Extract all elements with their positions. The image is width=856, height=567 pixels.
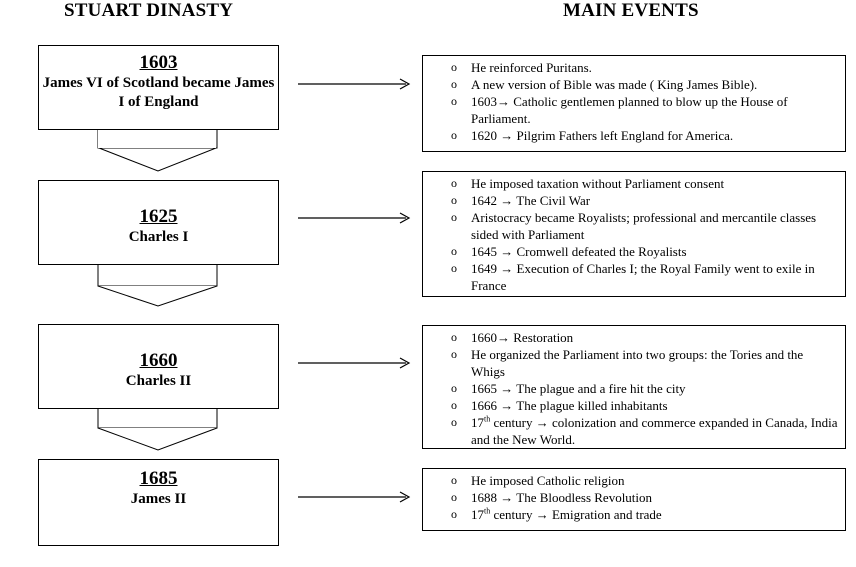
monarch-year: 1685: [139, 468, 178, 489]
right-arrow-icon: [298, 78, 411, 90]
event-item: 17th century → Emigration and trade: [443, 506, 839, 523]
monarch-box-1660: 1660 Charles II: [38, 324, 279, 409]
event-item: 1688 → The Bloodless Revolution: [443, 489, 839, 506]
events-list: 1660→ Restoration He organized the Parli…: [443, 329, 839, 448]
monarch-year: 1625: [139, 206, 178, 227]
ordinal-suffix: th: [484, 506, 491, 516]
ordinal-suffix: th: [484, 414, 491, 424]
event-item: 1665 → The plague and a fire hit the cit…: [443, 380, 839, 397]
event-century: 17: [471, 507, 484, 522]
events-panel-1685: He imposed Catholic religion 1688 → The …: [422, 468, 846, 531]
event-text: century → Emigration and trade: [490, 507, 662, 522]
left-heading: STUART DINASTY: [64, 0, 234, 21]
monarch-name: Charles I: [128, 229, 189, 245]
event-item: 1660→ Restoration: [443, 329, 839, 346]
event-item: 1649 → Execution of Charles I; the Royal…: [443, 260, 839, 294]
events-panel-1625: He imposed taxation without Parliament c…: [422, 171, 846, 297]
events-list: He imposed taxation without Parliament c…: [443, 175, 839, 294]
monarch-name: James VI of Scotland became James I of E…: [42, 75, 275, 110]
monarch-name: Charles II: [125, 373, 192, 389]
event-item: A new version of Bible was made ( King J…: [443, 76, 839, 93]
monarch-year: 1603: [139, 52, 178, 73]
event-item: 1620 → Pilgrim Fathers left England for …: [443, 127, 839, 144]
right-arrow-icon: [298, 357, 411, 369]
event-item: He organized the Parliament into two gro…: [443, 346, 839, 380]
events-panel-1660: 1660→ Restoration He organized the Parli…: [422, 325, 846, 449]
events-list: He reinforced Puritans. A new version of…: [443, 59, 839, 144]
event-text: century → colonization and commerce expa…: [471, 415, 838, 447]
events-list: He imposed Catholic religion 1688 → The …: [443, 472, 839, 523]
down-arrow-icon: [97, 409, 218, 451]
event-item: 1642 → The Civil War: [443, 192, 839, 209]
right-arrow-icon: [298, 212, 411, 224]
event-item: 1603→ Catholic gentlemen planned to blow…: [443, 93, 839, 127]
down-arrow-icon: [97, 265, 218, 307]
event-century: 17: [471, 415, 484, 430]
monarch-year: 1660: [139, 350, 178, 371]
event-item: He imposed Catholic religion: [443, 472, 839, 489]
right-heading: MAIN EVENTS: [563, 0, 699, 21]
event-item: 1645 → Cromwell defeated the Royalists: [443, 243, 839, 260]
right-arrow-icon: [298, 491, 411, 503]
events-panel-1603: He reinforced Puritans. A new version of…: [422, 55, 846, 152]
monarch-box-1603: 1603 James VI of Scotland became James I…: [38, 45, 279, 130]
event-item: 1666 → The plague killed inhabitants: [443, 397, 839, 414]
monarch-box-1685: 1685 James II: [38, 459, 279, 546]
event-item: Aristocracy became Royalists; profession…: [443, 209, 839, 243]
monarch-box-1625: 1625 Charles I: [38, 180, 279, 265]
event-item: He imposed taxation without Parliament c…: [443, 175, 839, 192]
monarch-name: James II: [130, 491, 187, 507]
down-arrow-icon: [97, 129, 218, 172]
event-item: 17th century → colonization and commerce…: [443, 414, 839, 448]
event-item: He reinforced Puritans.: [443, 59, 839, 76]
